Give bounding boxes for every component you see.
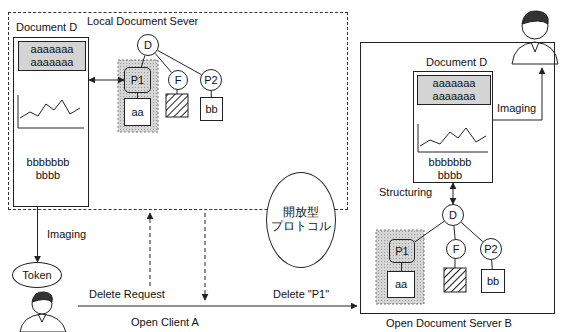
document-box: Document Dbbbbbbb bbbbaaaaaaa aaaaaaa <box>13 37 89 207</box>
user-figure <box>20 292 66 332</box>
node-label: Document D <box>426 56 487 69</box>
connector <box>491 260 493 269</box>
connector <box>453 183 454 204</box>
node-label: aa <box>395 278 407 291</box>
dashed-arrow <box>205 213 206 300</box>
node-label: bb <box>205 103 217 116</box>
content-box: bb <box>200 97 223 121</box>
tree-node: F <box>168 70 188 90</box>
connector <box>37 207 38 262</box>
tree-node: F <box>446 239 466 259</box>
node-body: bbbbbbb bbbb <box>422 156 478 181</box>
tree-node: D <box>137 34 159 56</box>
imaging-arrow <box>493 68 542 120</box>
annotation-label: Delete "P1" <box>272 288 330 301</box>
annotation-label: Imaging <box>46 228 87 241</box>
node-label: 開放型 プロトコル <box>271 206 331 234</box>
annotation-label: Imaging <box>496 102 537 115</box>
document-box: Document Dbbbbbbb bbbbaaaaaaa aaaaaaa <box>413 71 493 183</box>
server-box: Open Document Server BDocument Dbbbbbbb … <box>360 42 555 314</box>
connector <box>454 226 455 239</box>
request-arrow <box>78 306 357 307</box>
node-label: D <box>144 39 152 52</box>
node-label: Token <box>22 269 51 282</box>
node-label: P1 <box>131 74 144 87</box>
content-box: aa <box>387 271 415 298</box>
figure-leaf <box>444 268 466 292</box>
node-label: Open Document Server B <box>386 317 512 330</box>
node-label: P2 <box>484 243 497 256</box>
protocol-ellipse: 開放型 プロトコル <box>266 172 336 268</box>
node-body: bbbbbbb bbbb <box>20 156 76 181</box>
annotation-label: Structuring <box>378 186 433 199</box>
node-label: Document D <box>16 21 77 34</box>
node-label: bb <box>487 275 499 288</box>
annotation-label: Open Client A <box>130 316 200 329</box>
content-box: aa <box>124 98 151 126</box>
tree-node: P2 <box>200 69 222 91</box>
node-label: aa <box>131 106 143 119</box>
tree-node: P1 <box>389 239 415 263</box>
text-block: aaaaaaa aaaaaaa <box>18 41 86 71</box>
figure-leaf <box>166 94 188 117</box>
connector <box>89 80 124 81</box>
token-ellipse: Token <box>12 262 62 288</box>
node-label: P2 <box>204 74 217 87</box>
node-label: F <box>453 243 460 256</box>
user-figure <box>512 11 558 64</box>
tree-node: P1 <box>124 67 151 93</box>
node-label: P1 <box>395 245 408 258</box>
connector <box>141 56 144 67</box>
connector <box>401 263 402 271</box>
tree-node: P2 <box>480 238 502 260</box>
node-label: F <box>175 74 182 87</box>
annotation-label: Delete Request <box>88 288 166 301</box>
dashed-arrow <box>150 213 151 300</box>
content-box: bb <box>481 269 505 293</box>
node-label: aaaaaaa aaaaaaa <box>25 43 79 68</box>
connector <box>415 221 444 241</box>
connector <box>461 222 483 241</box>
text-block: aaaaaaa aaaaaaa <box>417 75 491 105</box>
tree-node: D <box>442 204 464 226</box>
node-label: Local Document Sever <box>87 15 198 28</box>
node-label: aaaaaaa aaaaaaa <box>426 77 482 102</box>
node-label: D <box>449 209 457 222</box>
selected-region <box>118 60 158 132</box>
